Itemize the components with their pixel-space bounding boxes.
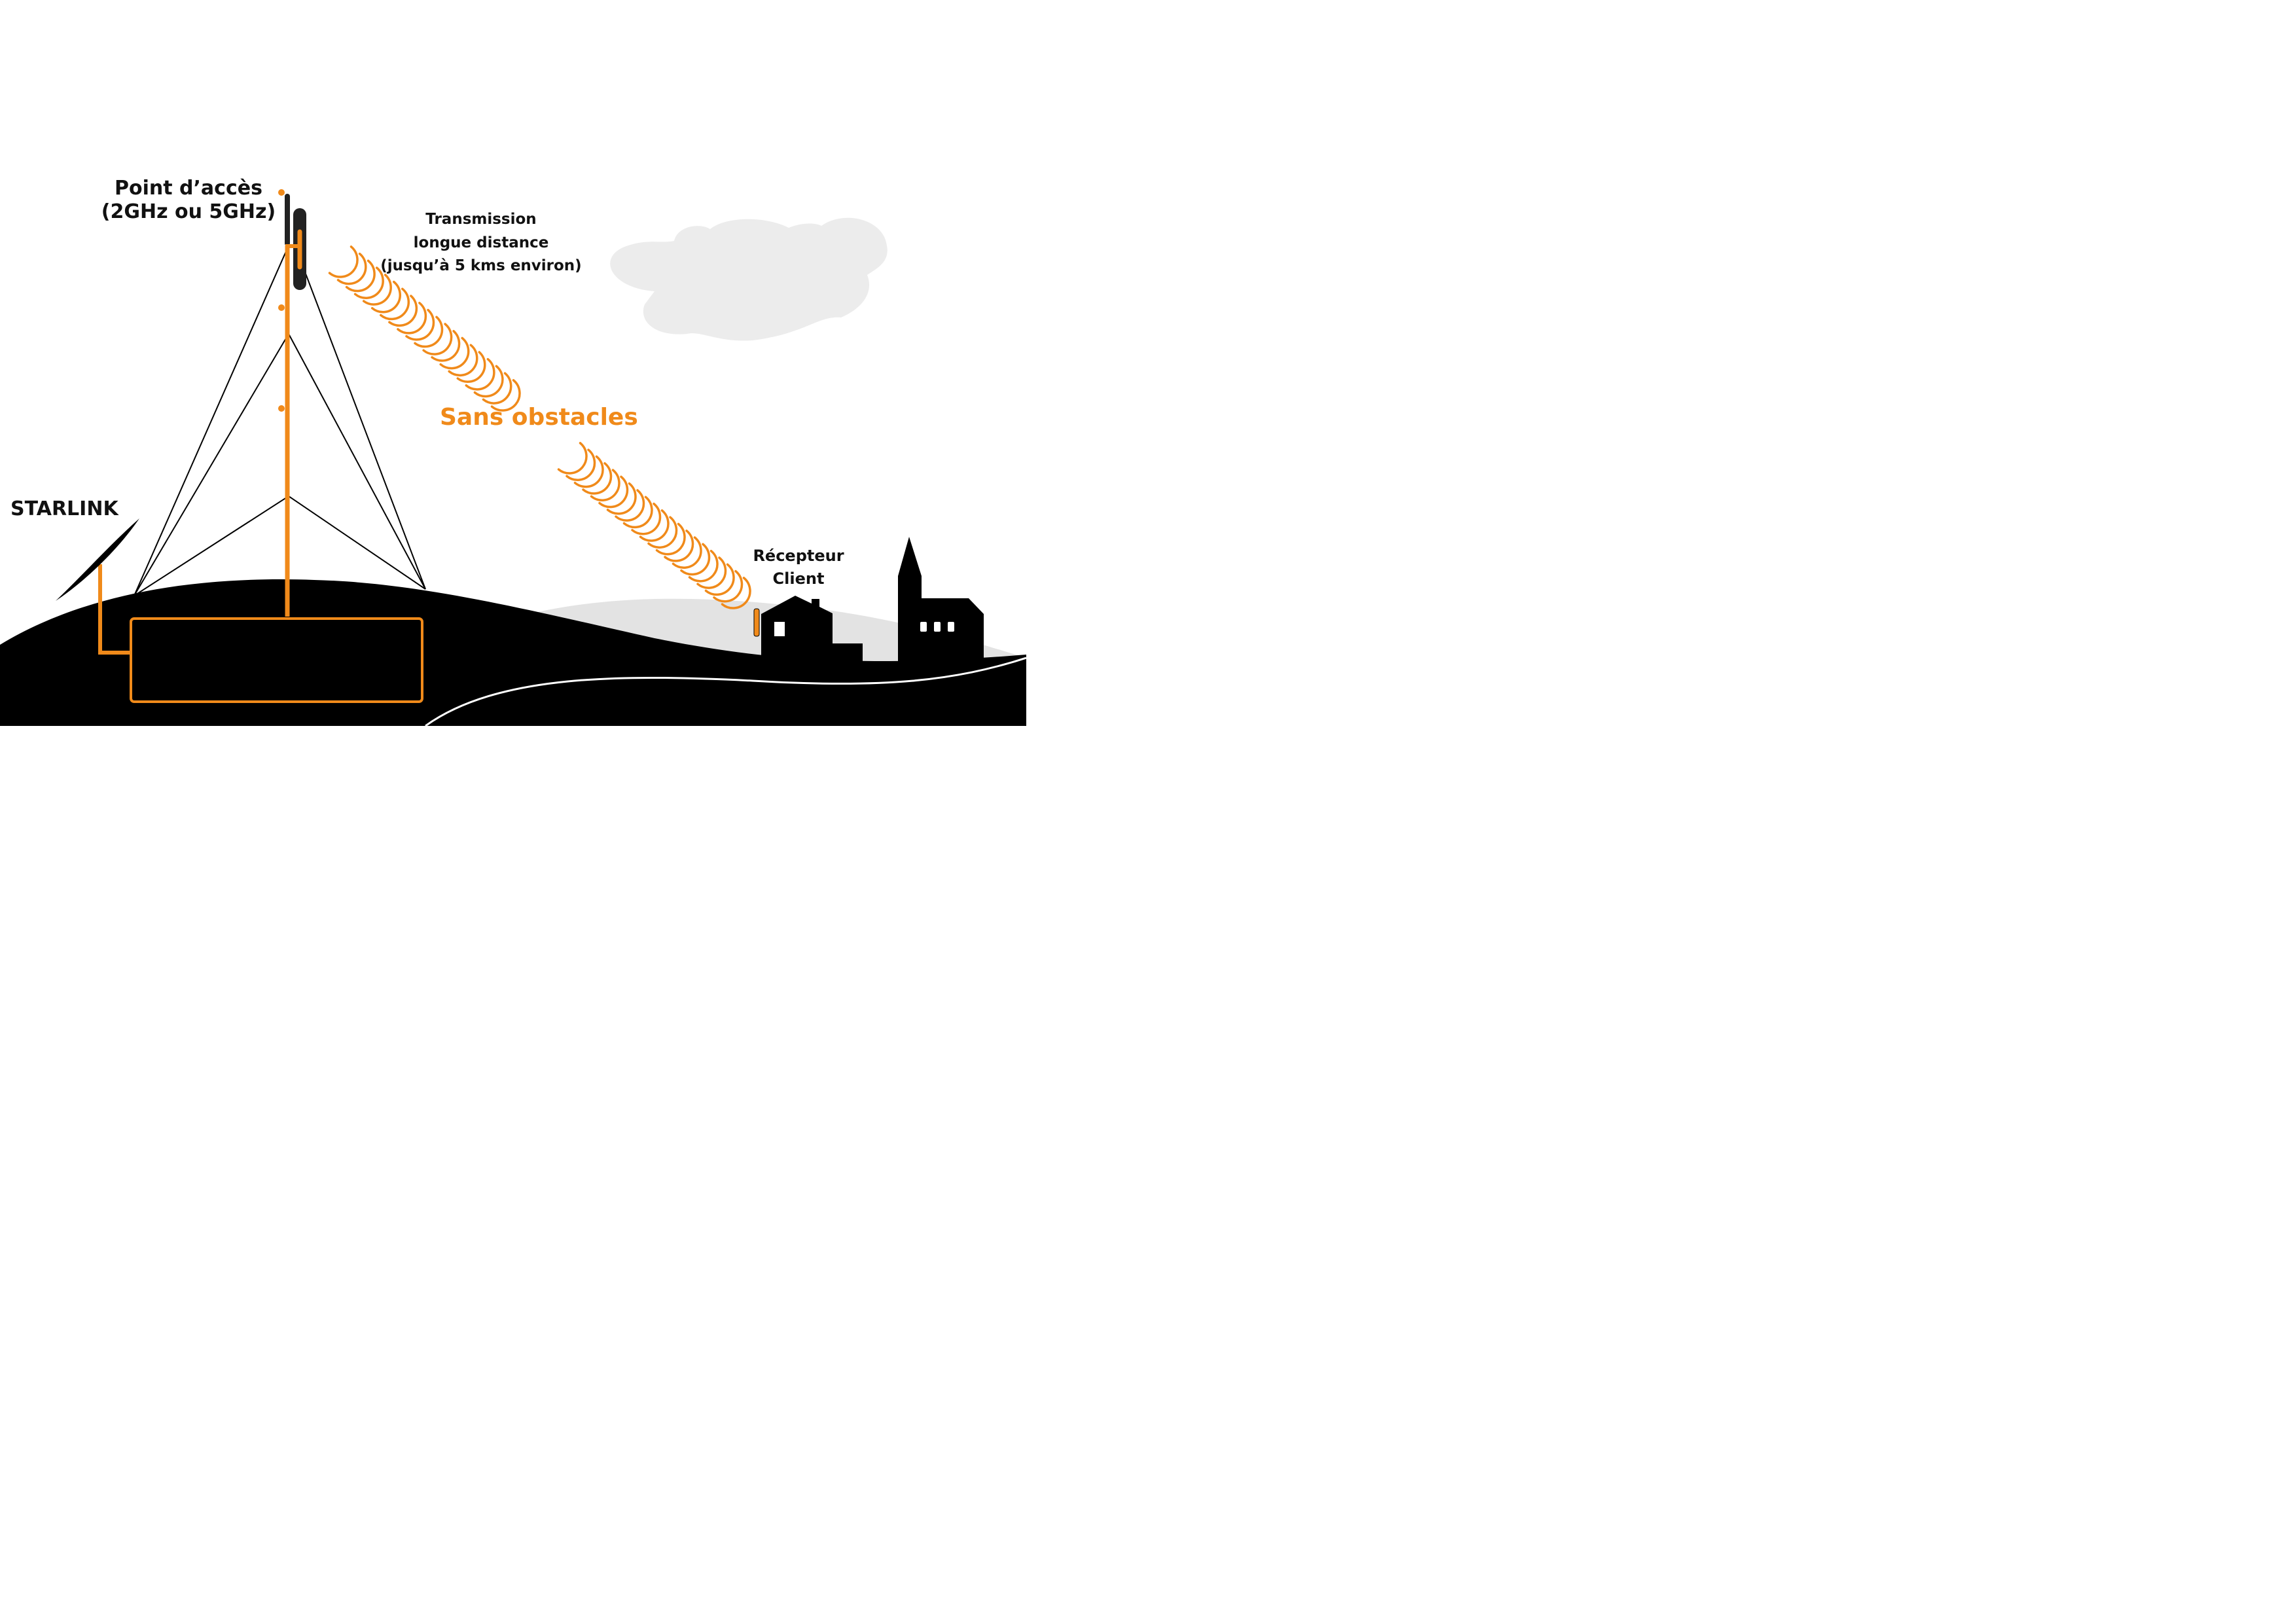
wave-arc: [353, 266, 384, 299]
satellite-dish-icon: [56, 518, 139, 601]
diagram-canvas: [0, 189, 1026, 726]
wave-arc: [664, 530, 694, 562]
wave-arc: [397, 302, 427, 334]
access-point-label-line2: (2GHz ou 5GHz): [101, 200, 276, 223]
wave-arc: [465, 357, 495, 391]
wave-arc: [557, 442, 588, 475]
wave-arc: [345, 259, 376, 293]
wave-arc: [362, 274, 392, 306]
transmission-label: Transmission longue distance (jusqu’à 5 …: [373, 208, 589, 278]
wave-arc: [380, 287, 410, 321]
equipment-box: [130, 617, 423, 703]
access-point-label-line1: Point d’accès: [115, 177, 262, 200]
road-curve: [425, 657, 1026, 726]
house-icon: [761, 596, 863, 674]
wave-arc: [696, 556, 727, 589]
wave-arc: [721, 577, 751, 609]
cloud-icon: [610, 217, 888, 341]
transmission-label-line2: longue distance: [413, 234, 549, 251]
wave-arc: [573, 455, 604, 488]
guy-wires: [134, 245, 426, 596]
wave-arc: [490, 379, 521, 412]
wave-arc: [456, 351, 486, 383]
wave-arc: [647, 516, 678, 549]
wave-arc: [388, 295, 418, 327]
wave-arc: [414, 316, 444, 348]
wave-arc: [336, 252, 367, 285]
wave-arc: [615, 489, 645, 522]
wave-arc: [598, 475, 629, 509]
wave-arc: [405, 308, 435, 341]
receiver-label: Récepteur Client: [743, 545, 854, 590]
wave-arc: [680, 543, 711, 576]
wave-arc: [590, 469, 620, 501]
starlink-cable: [98, 564, 131, 655]
wave-arc: [439, 336, 470, 370]
wave-arc: [606, 482, 637, 515]
wave-arc: [431, 330, 461, 362]
wave-signal-icon: [557, 442, 751, 609]
wave-arc: [448, 344, 478, 377]
wave-arc: [639, 509, 670, 542]
antenna-mast-icon: [278, 189, 306, 617]
receiver-label-line2: Client: [772, 569, 825, 588]
wave-arc: [622, 496, 653, 529]
wave-arc: [631, 502, 662, 535]
wave-arc: [713, 569, 744, 603]
access-point-label: Point d’accès (2GHz ou 5GHz): [97, 177, 280, 224]
wave-arc: [672, 536, 702, 569]
wave-arc: [328, 245, 359, 278]
wave-arc: [482, 372, 512, 405]
receiver-label-line1: Récepteur: [753, 547, 844, 565]
client-receiver-antenna: [753, 608, 760, 637]
wave-arc: [704, 563, 735, 596]
wave-arc: [422, 323, 453, 355]
no-obstacles-label: Sans obstacles: [440, 404, 638, 431]
wave-arc: [688, 549, 719, 583]
wave-arc: [655, 522, 686, 556]
transmission-label-line3: (jusqu’à 5 kms environ): [380, 257, 582, 275]
transmission-label-line1: Transmission: [425, 211, 537, 228]
wave-arc: [565, 448, 596, 482]
wave-arc: [370, 280, 401, 314]
wave-arc: [582, 462, 613, 495]
starlink-label: STARLINK: [10, 497, 118, 520]
wave-signal-icon: [328, 245, 521, 412]
church-icon: [898, 537, 984, 674]
wave-arc: [473, 365, 504, 398]
